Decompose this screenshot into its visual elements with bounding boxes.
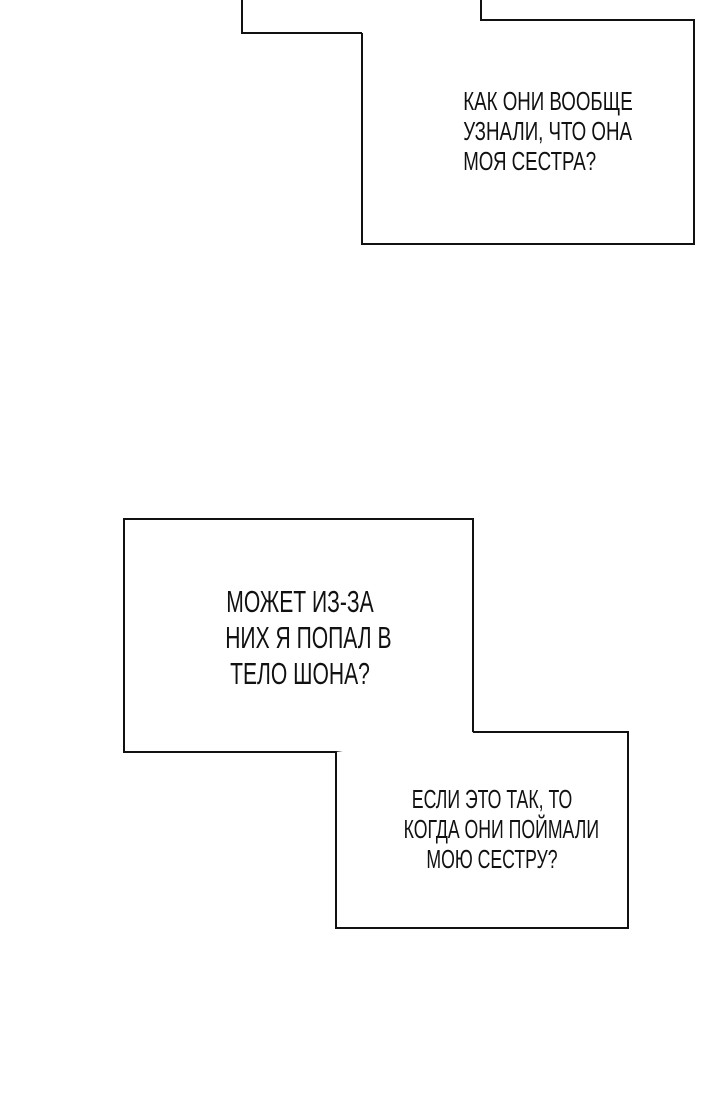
caption-text-2: Может из-за них я попал в тело Шона? xyxy=(225,584,392,692)
caption-3-line-1: Если это так, то xyxy=(411,784,573,814)
caption-box-2 xyxy=(123,518,474,753)
caption-text-1: Как они вообще узнали, что она моя сестр… xyxy=(463,86,633,176)
caption-3-line-3: мою сестру? xyxy=(426,844,558,874)
caption-1-line-1: Как они вообще xyxy=(463,86,633,116)
caption-2-line-2: них я попал в xyxy=(225,620,392,655)
caption-box-1 xyxy=(361,0,695,245)
caption-3-line-2: когда они поймали xyxy=(403,814,600,844)
caption-1-line-3: моя сестра? xyxy=(463,146,597,176)
caption-2-line-3: тело Шона? xyxy=(230,656,370,691)
caption-2-line-1: Может из-за xyxy=(226,584,374,619)
caption-1-line-2: узнали, что она xyxy=(463,116,632,146)
caption-box-top-left-fragment xyxy=(241,0,362,34)
caption-box-3 xyxy=(335,731,629,929)
caption-text-3: Если это так, то когда они поймали мою с… xyxy=(403,784,600,874)
